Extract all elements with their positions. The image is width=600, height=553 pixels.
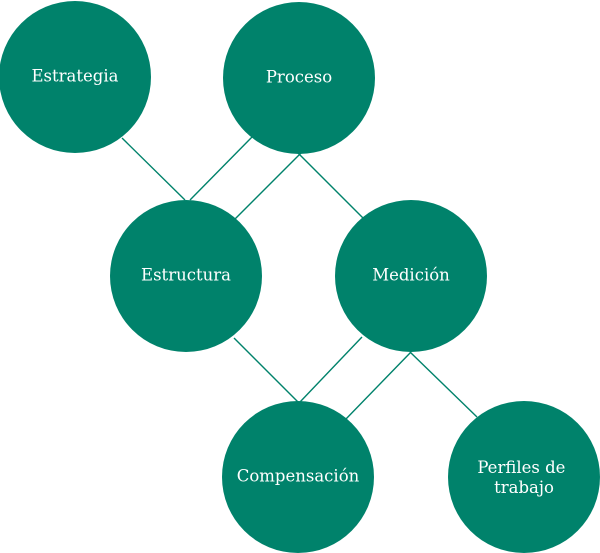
node-perfiles-label-line-2: trabajo <box>494 478 554 497</box>
node-estrategia-label: Estrategia <box>32 67 119 86</box>
node-estructura-label: Estructura <box>141 266 231 285</box>
node-perfiles-label-line-1: Perfiles de <box>477 458 565 477</box>
node-proceso: Proceso <box>223 2 375 154</box>
node-perfiles-de-trabajo: Perfiles de trabajo <box>448 401 600 553</box>
node-estructura: Estructura <box>110 200 262 352</box>
edge-medicion-compensacion <box>299 336 363 403</box>
node-compensacion: Compensación <box>222 401 374 553</box>
node-proceso-label: Proceso <box>266 68 332 87</box>
edge-estructura-compensacion <box>233 337 300 404</box>
edge-proceso-estructura <box>189 136 253 201</box>
edge-proceso-estructura-2 <box>233 152 302 221</box>
node-compensacion-label: Compensación <box>237 467 360 486</box>
edge-proceso-medicion <box>297 152 365 220</box>
node-estructura-circle <box>110 200 262 352</box>
connectors <box>121 136 478 421</box>
edge-estrategia-estructura <box>121 137 186 201</box>
node-estrategia-circle <box>0 1 151 153</box>
node-perfiles-label: Perfiles de trabajo <box>477 458 570 497</box>
edge-medicion-perfiles <box>409 351 478 418</box>
node-proceso-circle <box>223 2 375 154</box>
node-estrategia: Estrategia <box>0 1 151 153</box>
node-medicion: Medición <box>335 200 487 352</box>
node-perfiles-circle <box>448 401 600 553</box>
node-medicion-circle <box>335 200 487 352</box>
node-compensacion-circle <box>222 401 374 553</box>
edge-medicion-compensacion-2 <box>344 351 412 421</box>
node-medicion-label: Medición <box>372 266 450 285</box>
